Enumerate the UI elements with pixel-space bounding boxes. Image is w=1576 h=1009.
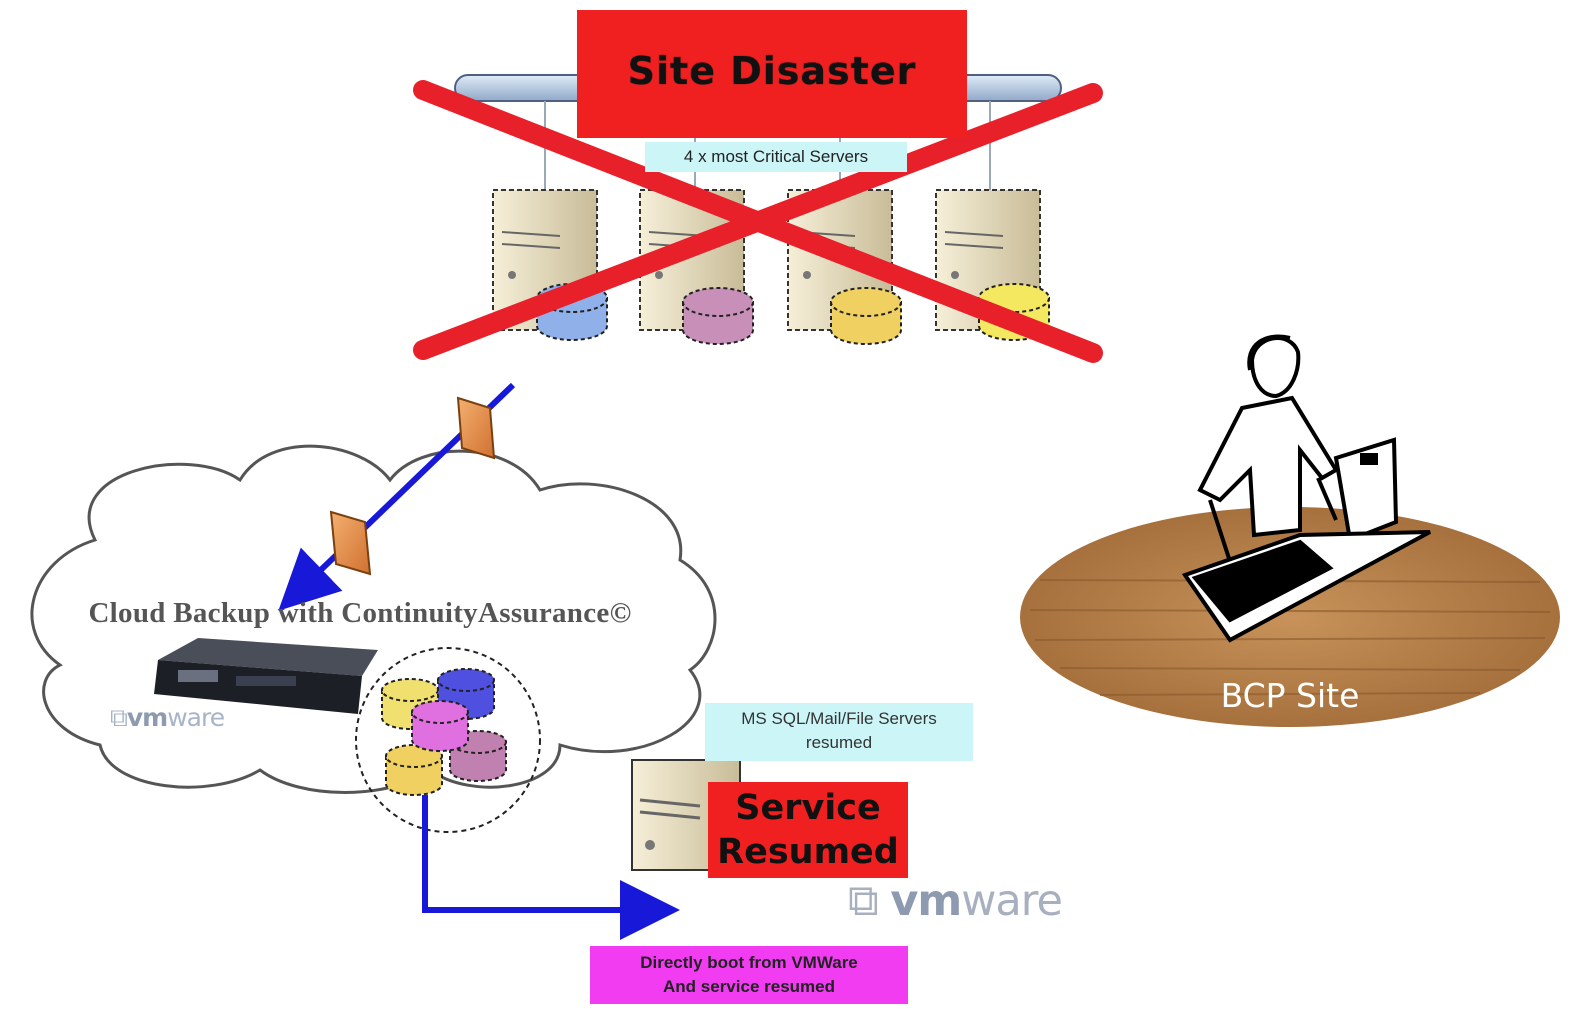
backup-appliance xyxy=(154,638,378,714)
disaster-cross xyxy=(413,80,1103,363)
bcp-operator-figure xyxy=(1197,334,1339,581)
bcp-site-label: BCP Site xyxy=(1220,676,1360,715)
database-cylinder-2 xyxy=(682,287,754,345)
backup-databases xyxy=(381,668,507,796)
cloud-shape xyxy=(30,444,717,794)
vmware-logo-icon: ⧉ xyxy=(848,876,891,926)
vmware-logo-icon: ⧉ xyxy=(110,703,128,732)
bcp-monitor xyxy=(1333,437,1399,543)
bcp-keyboard xyxy=(1181,530,1431,643)
firewall-lower xyxy=(329,510,372,576)
recovery-arrow xyxy=(422,795,680,940)
vmware-logo-small: ⧉vmware xyxy=(110,703,225,732)
vmware-logo-large: ⧉ vmware xyxy=(848,876,1063,926)
service-resumed-banner: Service Resumed xyxy=(708,782,908,878)
backup-db-cylinder-5 xyxy=(411,700,469,752)
cloud-backup-caption: Cloud Backup with ContinuityAssurance© xyxy=(88,597,632,629)
boot-from-vmware-note: Directly boot from VMWare And service re… xyxy=(590,946,908,1004)
backup-database-group xyxy=(355,647,541,833)
backup-db-cylinder-4 xyxy=(385,744,443,796)
recovered-servers-caption: MS SQL/Mail/File Servers resumed xyxy=(705,703,973,761)
database-cylinder-3 xyxy=(830,287,902,345)
site-disaster-banner: Site Disaster xyxy=(577,10,967,138)
critical-servers-caption: 4 x most Critical Servers xyxy=(645,142,907,172)
firewall-upper xyxy=(456,396,496,460)
